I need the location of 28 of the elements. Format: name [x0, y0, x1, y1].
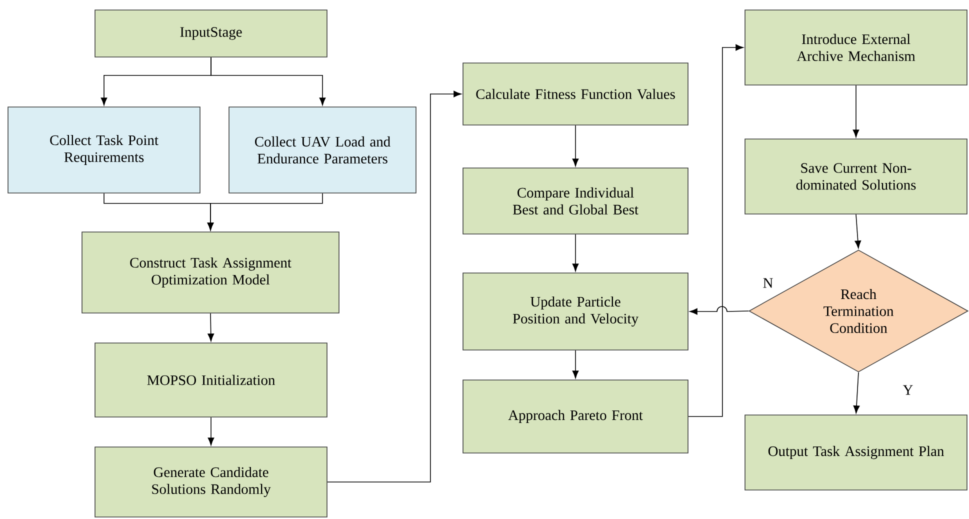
process-box: MOPSO Initialization	[94, 342, 328, 418]
arrow	[854, 214, 862, 248]
process-box: Generate Candidate Solutions Randomly	[94, 446, 328, 518]
process-box: Construct Task Assignment Optimization Model	[82, 232, 340, 314]
arrow	[207, 192, 323, 230]
arrow	[208, 416, 214, 446]
process-box: Output Task Assignment Plan	[744, 414, 968, 490]
input-box: Collect UAV Load and Endurance Parameters	[228, 106, 416, 194]
process-box: Introduce External Archive Mechanism	[744, 10, 968, 86]
process-box: Approach Pareto Front	[462, 380, 688, 454]
arrow	[572, 124, 579, 166]
arrow	[572, 350, 579, 378]
input-box: Collect Task Point Requirements	[8, 106, 200, 194]
arrow	[690, 306, 749, 315]
arrow	[852, 84, 860, 138]
process-box: Calculate Fitness Function Values	[462, 62, 688, 126]
arrow	[688, 44, 744, 417]
process-box: Update Particle Position and Velocity	[462, 272, 688, 350]
arrow	[208, 312, 214, 342]
arrow	[327, 90, 462, 482]
process-box: Compare Individual Best and Global Best	[462, 168, 688, 234]
arrow	[572, 234, 579, 272]
process-box: InputStage	[94, 10, 328, 58]
arrow	[210, 56, 326, 106]
process-box: Save Current Non-dominated Solutions	[744, 138, 968, 214]
arrow	[853, 372, 860, 414]
edge-label: N	[762, 277, 774, 289]
edge-label: Y	[902, 384, 914, 396]
